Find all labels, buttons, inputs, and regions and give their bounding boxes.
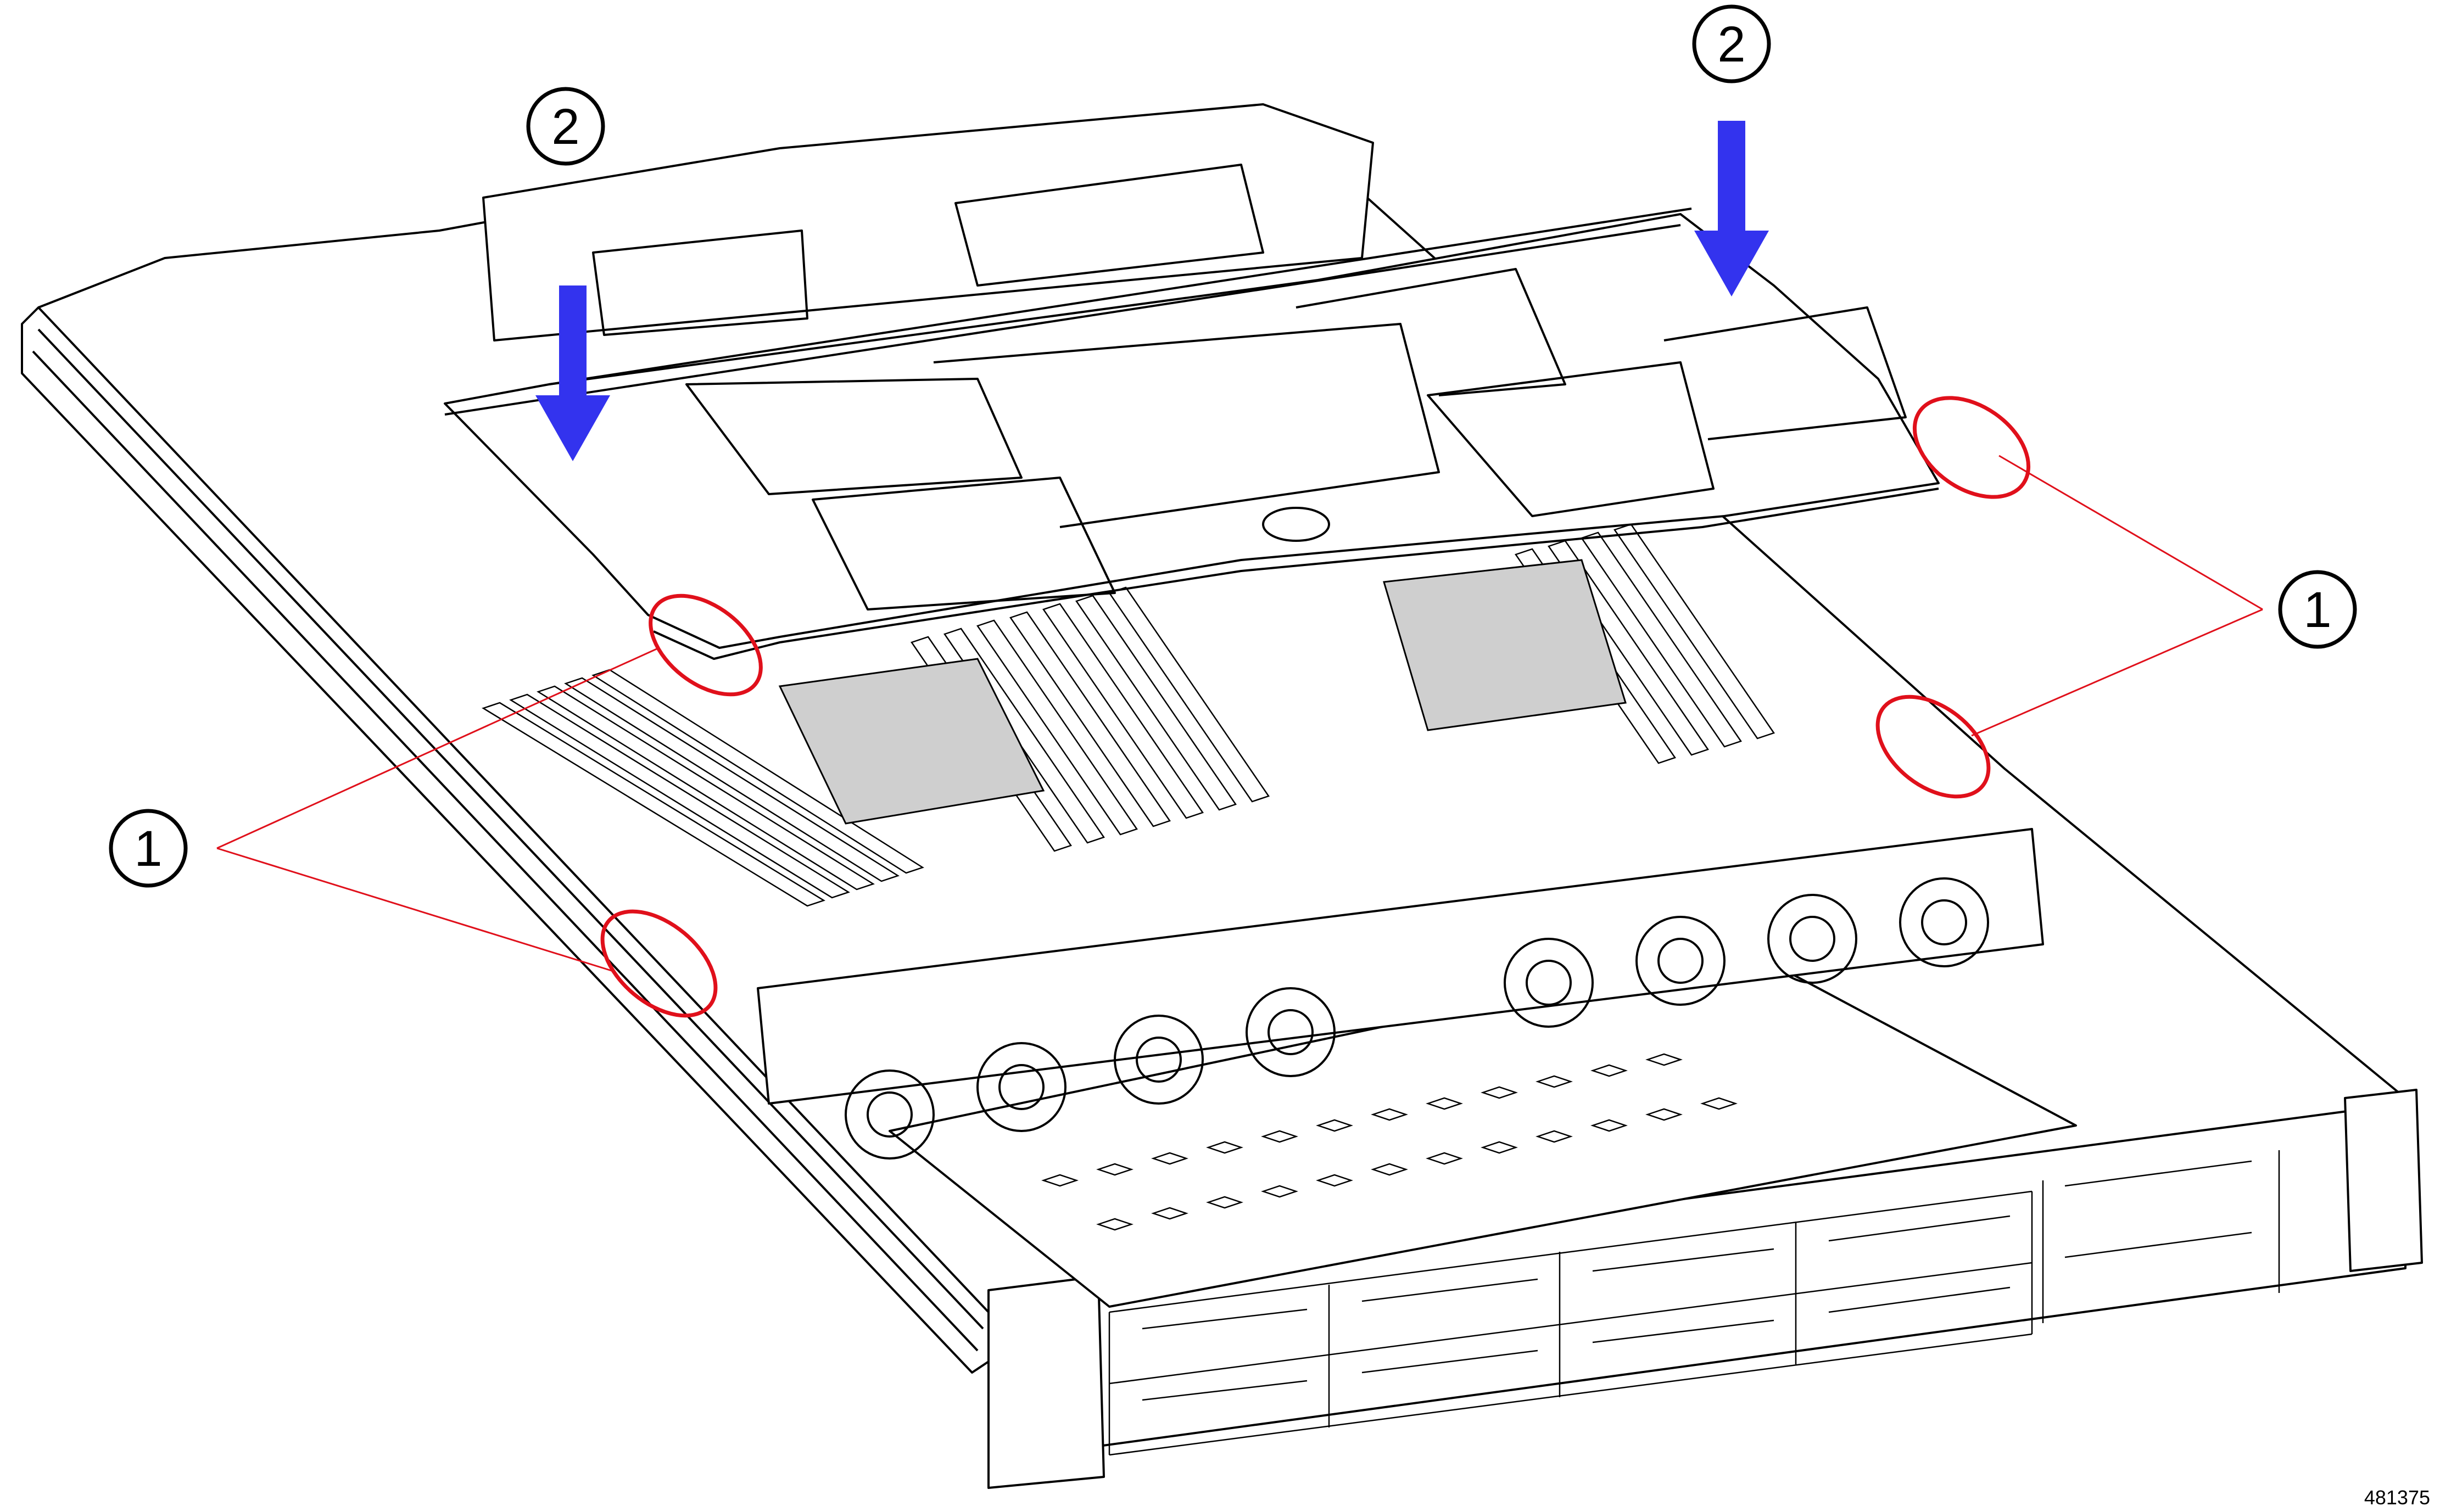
clip-ring-rear-right: [1912, 396, 2031, 499]
clip-highlights: [600, 396, 2031, 1018]
callout-1-right: 1: [2278, 570, 2357, 649]
callout-label: 1: [2303, 582, 2331, 638]
down-arrow-left: [535, 285, 610, 461]
figure-id: 481375: [2364, 1486, 2430, 1509]
clip-ring-front-left: [600, 909, 718, 1018]
callout-2-left: 2: [526, 87, 605, 166]
clip-ring-mid-left: [649, 593, 763, 697]
memory-dimms: [482, 523, 1775, 907]
clip-ring-mid-right: [1875, 695, 1991, 799]
server-chassis-illustration: [21, 136, 2423, 1489]
down-arrow-right: [1694, 121, 1769, 296]
fan-modules: [757, 828, 2044, 1160]
callout-label: 2: [1717, 16, 1745, 72]
cpu-heatsink-left: [778, 658, 1045, 825]
ventilation-holes: [1041, 1053, 1738, 1231]
air-duct-illustration: [444, 103, 1940, 660]
leader-lines: [216, 455, 2263, 973]
down-arrow-icon: [559, 285, 587, 395]
callout-label: 2: [551, 99, 579, 155]
callout-label: 1: [134, 821, 162, 877]
down-arrow-icon: [1718, 121, 1745, 233]
drive-bays: [1108, 1150, 2280, 1456]
cpu-heatsink-right: [1383, 559, 1627, 731]
callout-1-left: 1: [109, 809, 188, 888]
callout-2-right: 2: [1692, 4, 1771, 83]
